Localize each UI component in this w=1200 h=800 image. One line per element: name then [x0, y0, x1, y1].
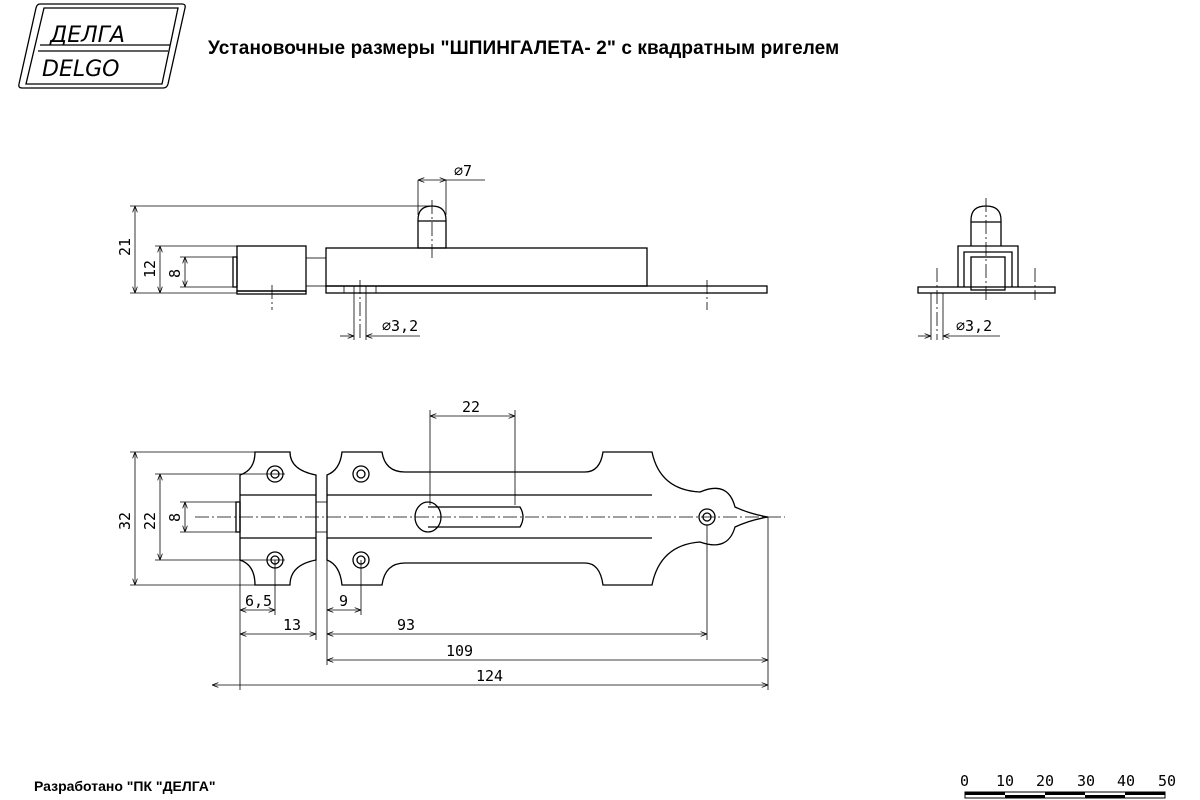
dim-width: 32: [116, 512, 134, 530]
dim-keeper-hole-offset: 6,5: [245, 592, 272, 610]
dim-hole-spacing: 22: [141, 512, 159, 530]
company-logo: ДЕЛГА DELGO: [18, 3, 186, 89]
scale-label: 20: [1036, 772, 1054, 790]
scale-label: 50: [1158, 772, 1176, 790]
scale-bar: 0 10 20 30 40 50: [960, 772, 1176, 799]
dim-end-hole-diameter: ⌀3,2: [956, 317, 992, 335]
dim-plate-hole-offset: 9: [339, 592, 348, 610]
dim-bolt-width: 8: [166, 513, 184, 522]
scale-label: 40: [1117, 772, 1135, 790]
dim-hole-to-hole: 93: [397, 616, 415, 634]
dim-slot-travel: 22: [462, 398, 480, 416]
scale-label: 30: [1077, 772, 1095, 790]
plan-view: 22 32 22 8 6,5 9 13 93 109 124: [116, 398, 785, 690]
side-view: ⌀7 21 12 8 ⌀3,2: [116, 162, 768, 340]
dim-keeper-length: 13: [283, 616, 301, 634]
dim-plate-length: 109: [446, 642, 473, 660]
dim-keeper-height: 12: [141, 260, 159, 278]
developer-credit: Разработано "ПК "ДЕЛГА": [34, 778, 216, 794]
drawing-title: Установочные размеры "ШПИНГАЛЕТА- 2" с к…: [208, 38, 840, 59]
end-view: ⌀3,2: [917, 198, 1056, 340]
dim-total-height: 21: [116, 238, 134, 256]
dim-total-length: 124: [476, 667, 503, 685]
dim-knob-diameter: ⌀7: [454, 162, 472, 180]
logo-text-cyrillic: ДЕЛГА: [49, 23, 125, 48]
logo-text-latin: DELGO: [42, 57, 119, 82]
dim-bolt-height: 8: [166, 269, 184, 278]
scale-label: 0: [960, 772, 969, 790]
scale-label: 10: [996, 772, 1014, 790]
dim-hole-diameter: ⌀3,2: [382, 317, 418, 335]
